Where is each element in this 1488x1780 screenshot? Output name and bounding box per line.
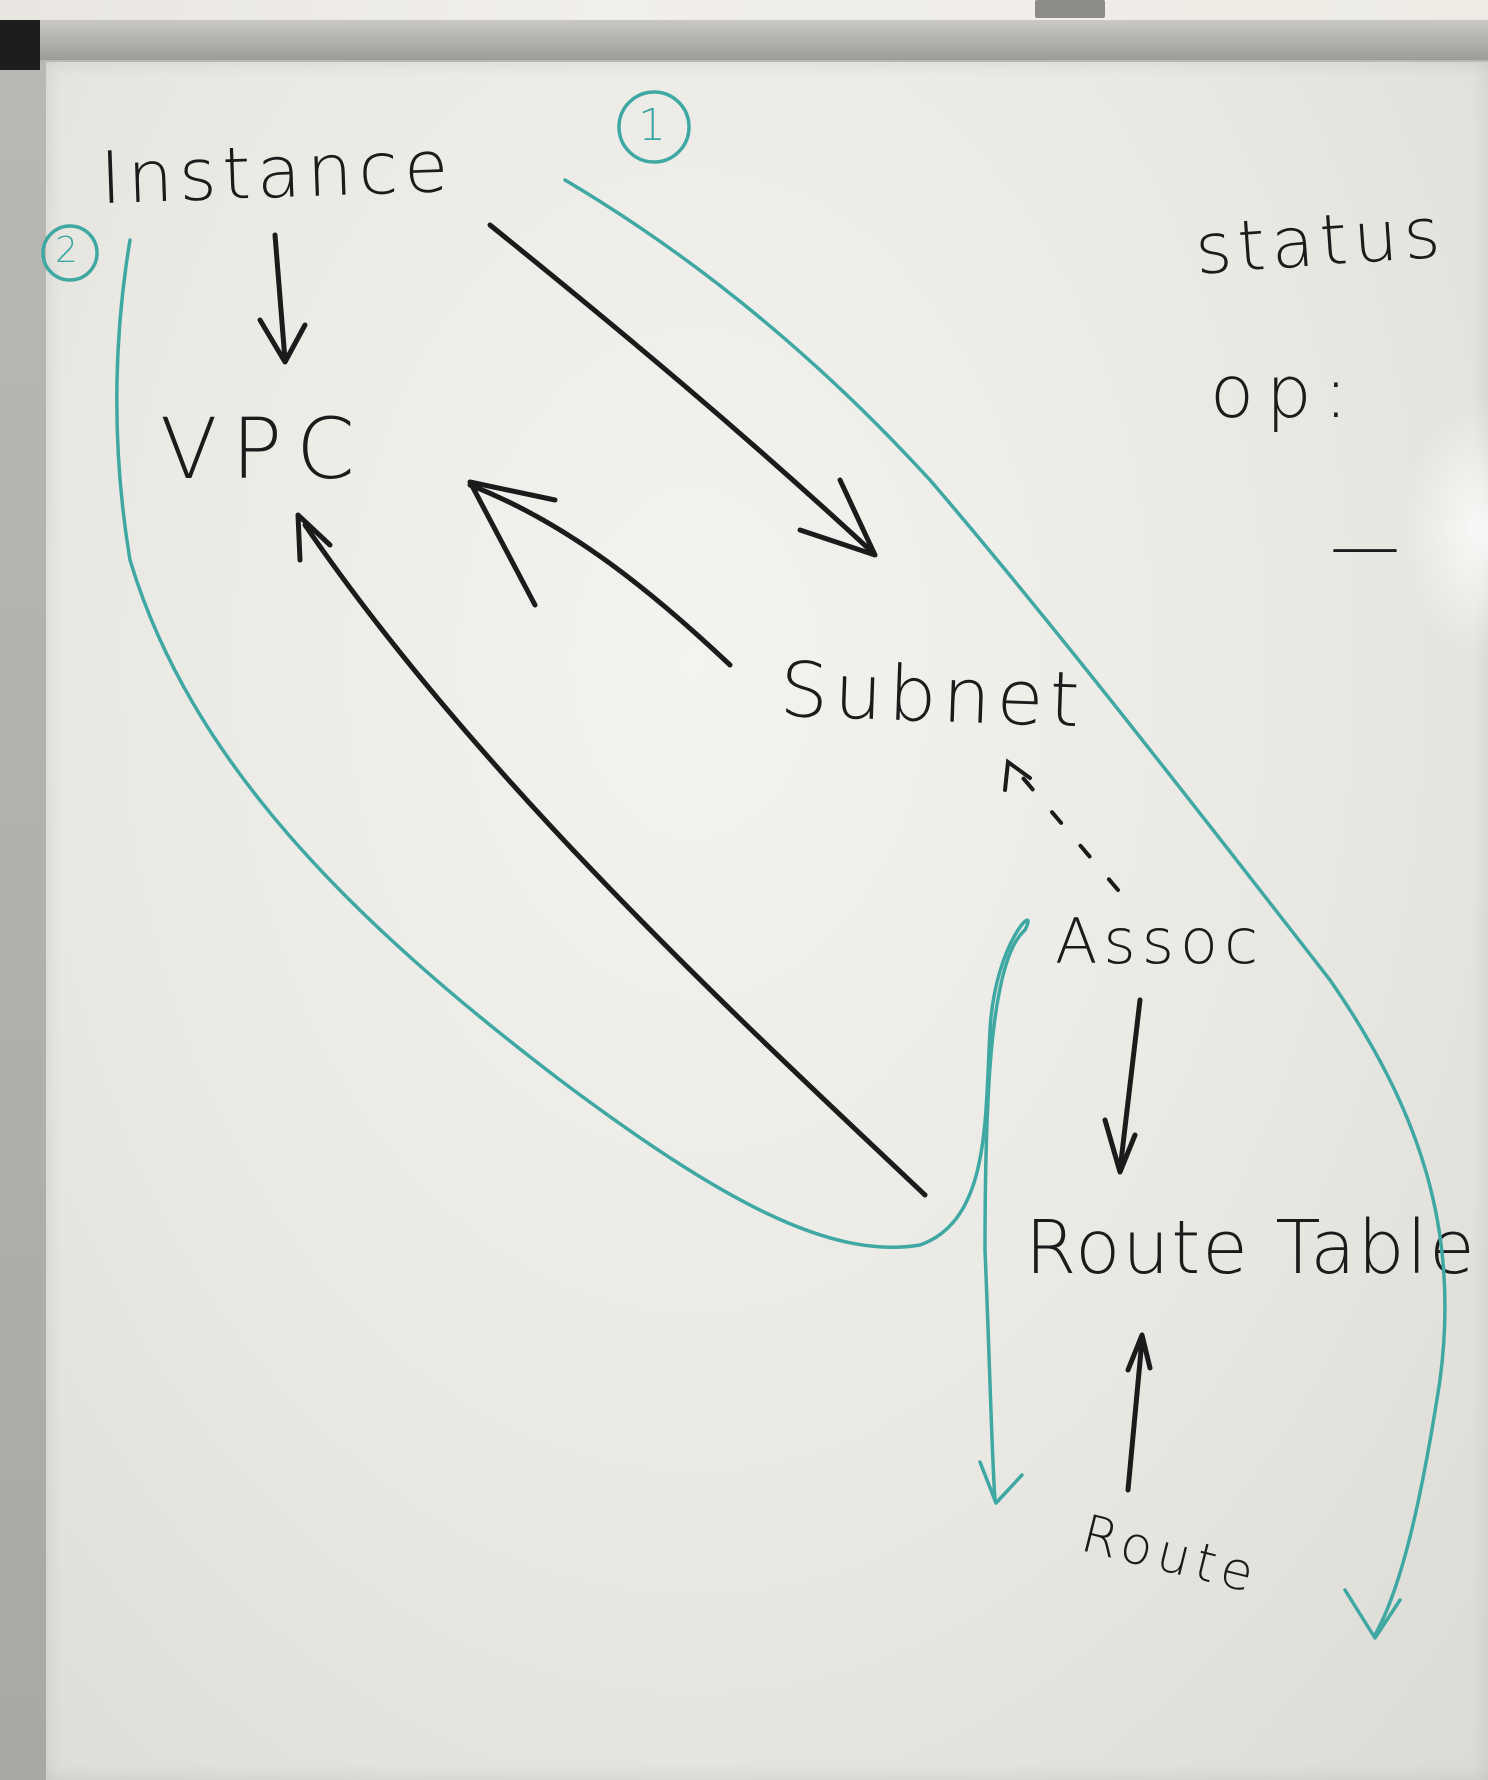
teal-loop-1 [563, 178, 1447, 1637]
arrow-instance-to-subnet [487, 222, 873, 553]
marker-two: 2 [55, 230, 78, 271]
marker-one-circle [617, 90, 691, 164]
marker-two-circle [41, 224, 99, 282]
frame-corner [0, 20, 40, 70]
arrowhead-subnet-to-vpc [467, 479, 558, 608]
light-glare [1400, 400, 1488, 660]
arrowhead-instance-to-subnet [797, 477, 878, 558]
arrow-route-to-routetable [1125, 1337, 1145, 1493]
teal-loop-2 [115, 238, 1030, 1502]
arrow-routetable-to-vpc [302, 522, 928, 1198]
teal-loop-2-arrowhead [978, 1460, 1024, 1505]
dashed-assoc-to-subnet [1010, 763, 1120, 892]
whiteboard-top-rail [0, 20, 1488, 60]
marker-one: 1 [638, 100, 666, 151]
arrowhead-routetable-to-vpc [295, 512, 333, 563]
label-assoc: Assoc [1055, 905, 1265, 978]
arrowhead-route-to-routetable [1125, 1332, 1153, 1373]
label-route-table: Route Table [1025, 1205, 1477, 1291]
rail-clip [1035, 0, 1105, 18]
arrowhead-assoc-to-routetable [1102, 1117, 1138, 1175]
arrowhead-instance-to-vpc [257, 317, 308, 365]
label-op: op: [1210, 350, 1361, 434]
arrow-subnet-to-vpc [467, 482, 733, 668]
label-dash: — [1330, 505, 1406, 587]
dashed-arrowhead [1003, 758, 1032, 792]
label-vpc: VPC [160, 400, 369, 498]
arrow-assoc-to-routetable [1117, 997, 1143, 1173]
teal-loop-1-arrowhead [1343, 1588, 1402, 1640]
arrow-instance-to-vpc [272, 232, 288, 363]
